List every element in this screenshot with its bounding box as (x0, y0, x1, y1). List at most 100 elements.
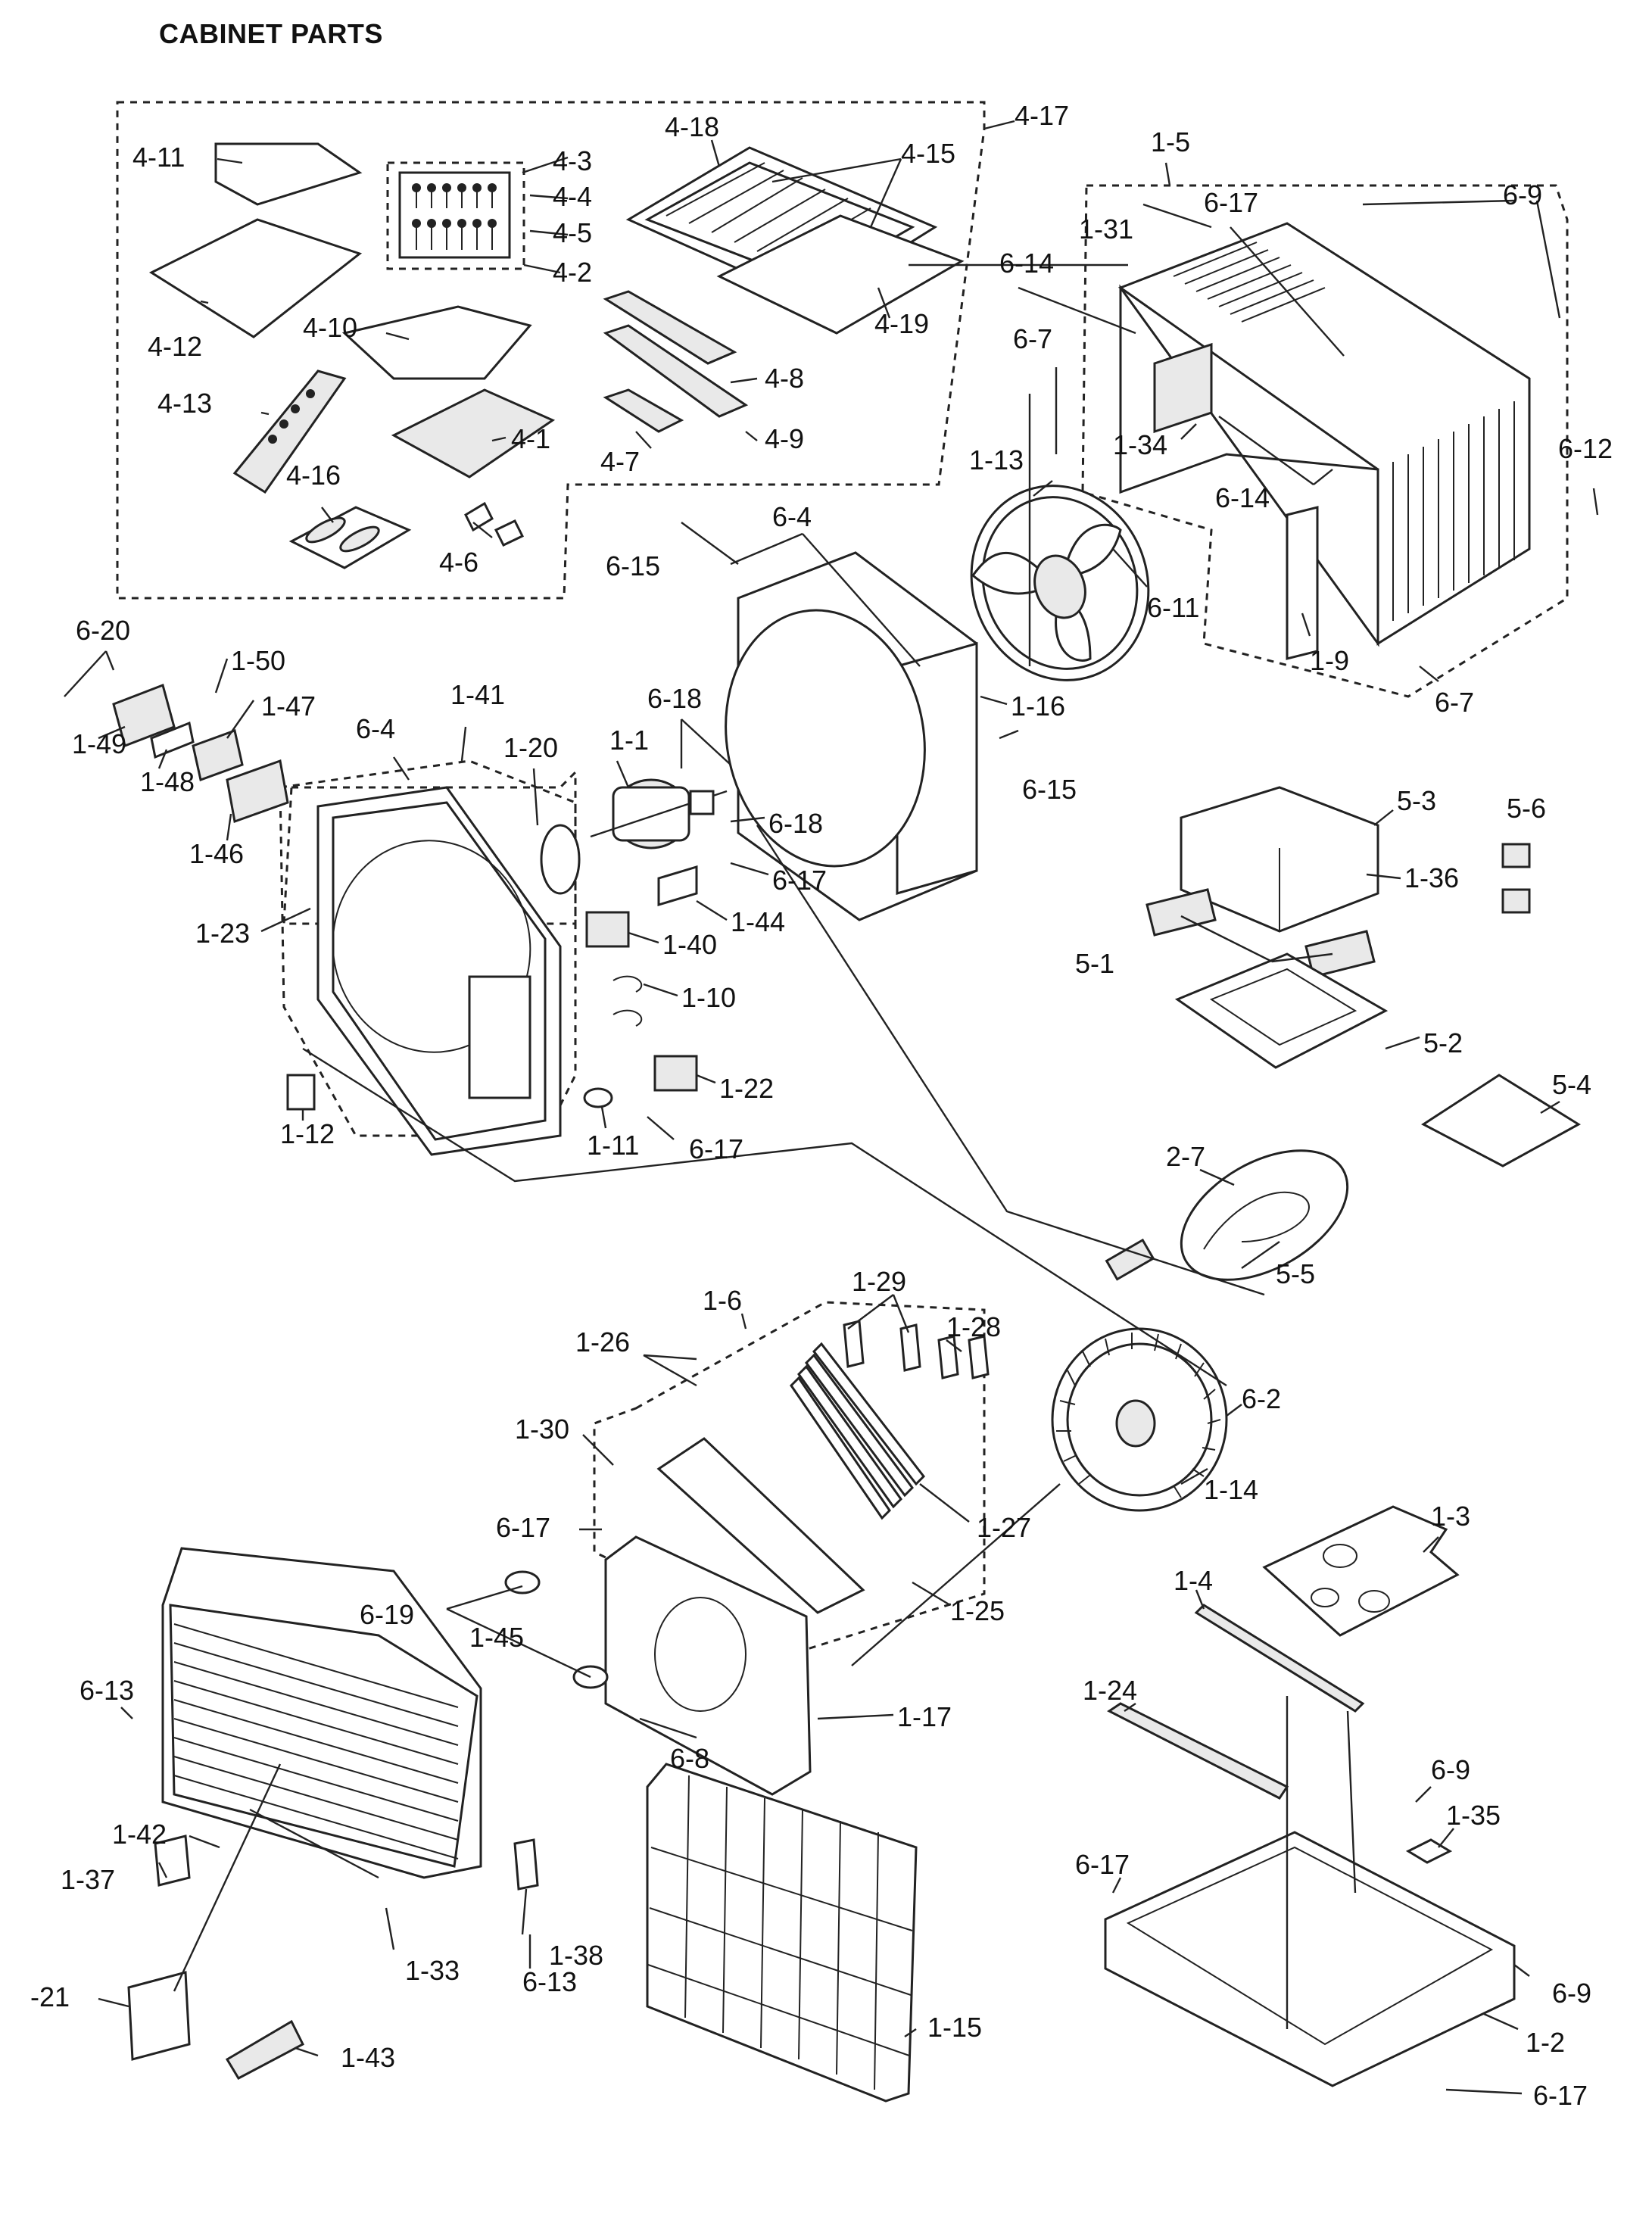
part-label: 6-17 (772, 865, 827, 896)
cabinet-boundary (1081, 184, 1569, 698)
part-label: 6-17 (1075, 1849, 1130, 1880)
part-label: 1-43 (341, 2042, 395, 2073)
part-label: 1-36 (1404, 862, 1459, 893)
part-label: 6-12 (1558, 433, 1613, 464)
label-21 (127, 1971, 191, 2061)
part-label: 1-47 (261, 690, 316, 722)
part-label: 4-9 (765, 423, 804, 454)
part-label: 4-2 (553, 257, 592, 288)
partition-1-17 (604, 1535, 812, 1796)
control-box-1-23 (316, 786, 562, 1156)
part-label: 1-2 (1526, 2027, 1565, 2058)
part-label: 1-29 (852, 1266, 906, 1297)
part-label: 6-17 (1204, 187, 1258, 218)
part-label: 1-33 (405, 1955, 460, 1986)
part-label: 6-20 (76, 615, 130, 646)
capacitor-1-20 (540, 824, 581, 895)
part-label: 1-22 (719, 1073, 774, 1104)
part-label: 4-16 (286, 460, 341, 491)
fan-motor-1-1 (590, 778, 728, 849)
sheet-5-4 (1421, 1074, 1581, 1167)
cover-1-43 (225, 2019, 304, 2080)
part-label: 1-1 (609, 725, 649, 756)
part-label: 4-12 (148, 331, 202, 362)
part-label: 4-15 (901, 138, 955, 169)
part-label: 1-44 (731, 906, 785, 937)
label-1-12 (286, 1074, 316, 1111)
part-label: 6-17 (1533, 2080, 1588, 2111)
part-label: 1-20 (503, 732, 558, 763)
card-4-10 (341, 305, 532, 380)
leader-lines (64, 120, 1599, 2095)
part-label: 4-18 (665, 111, 719, 142)
part-label: 6-13 (79, 1675, 134, 1706)
insulation-1-3 (1262, 1505, 1460, 1637)
grommet-1-11 (583, 1087, 613, 1108)
part-label: 6-18 (768, 808, 823, 839)
outer-cabinet-1-5 (1117, 222, 1531, 660)
part-label: 5-6 (1507, 793, 1546, 824)
switch-1-49 (112, 684, 176, 747)
filter-frame-4-19 (716, 214, 965, 335)
part-label: 1-14 (1204, 1474, 1258, 1505)
part-label: 6-13 (522, 1966, 577, 1997)
part-label: 6-9 (1503, 179, 1542, 210)
part-label: 4-13 (157, 388, 212, 419)
part-label: 1-5 (1151, 126, 1190, 157)
terminal-1-22 (653, 1055, 698, 1092)
part-label: 4-11 (132, 142, 185, 173)
front-panel-1-33 (161, 1547, 482, 1879)
part-labels: 4-11 4-12 4-13 4-10 4-1 4-16 4-6 4-3 4-4… (30, 100, 1613, 2111)
part-label: 6-15 (1022, 774, 1077, 805)
part-label: 6-9 (1552, 1978, 1591, 2009)
part-label: 1-34 (1113, 429, 1167, 460)
part-label: 4-17 (1015, 100, 1069, 131)
part-label: 5-3 (1397, 785, 1436, 816)
part-label: 4-10 (303, 312, 357, 343)
air-filter-1-15 (646, 1763, 918, 2103)
switch-1-47 (192, 729, 244, 781)
part-label: 6-7 (1435, 687, 1474, 718)
part-label: 4-5 (553, 217, 592, 248)
part-label: 6-14 (1215, 482, 1270, 513)
part-label: 1-27 (977, 1512, 1031, 1543)
seal-4-7 (603, 388, 684, 433)
blower-wheel-1-14 (1051, 1327, 1228, 1512)
connector-5-6 (1501, 843, 1531, 914)
switch-1-46 (226, 759, 289, 824)
part-label: 6-19 (360, 1599, 414, 1630)
part-label: 1-31 (1079, 214, 1133, 245)
part-label: 1-48 (140, 766, 195, 797)
rail-1-4 (1194, 1604, 1365, 1713)
part-label: 1-25 (950, 1595, 1005, 1626)
part-label: 1-17 (897, 1701, 952, 1732)
part-label: 4-4 (553, 181, 592, 212)
manual-4-12 (148, 218, 363, 338)
part-label: 6-4 (772, 501, 812, 532)
part-label: 6-18 (647, 683, 702, 714)
part-label: 2-7 (1166, 1141, 1205, 1172)
part-label: 6-9 (1431, 1754, 1470, 1785)
part-label: 1-28 (946, 1311, 1001, 1342)
part-label: 4-19 (874, 308, 929, 339)
label-1-35 (1405, 1838, 1453, 1864)
manual-4-11 (214, 142, 363, 206)
part-label: 1-35 (1446, 1800, 1501, 1831)
part-label: 1-41 (450, 679, 505, 710)
part-label: 1-11 (587, 1130, 639, 1161)
part-label: 4-8 (765, 363, 804, 394)
part-label: 1-38 (549, 1940, 603, 1971)
label-1-38 (513, 1838, 539, 1891)
bracket-1-44 (657, 865, 698, 907)
part-label: 6-15 (606, 550, 660, 581)
rail-1-24 (1107, 1702, 1289, 1800)
part-label: 4-6 (439, 547, 478, 578)
part-label: 5-4 (1552, 1069, 1591, 1100)
remote-control-4-13 (232, 369, 347, 494)
manual-4-1 (391, 388, 556, 479)
seal-4-9 (603, 324, 749, 418)
part-label: 1-30 (515, 1414, 569, 1445)
part-label: 1-40 (662, 929, 717, 960)
brackets-4-6 (464, 501, 525, 547)
pcb-5-2 (1174, 952, 1389, 1069)
